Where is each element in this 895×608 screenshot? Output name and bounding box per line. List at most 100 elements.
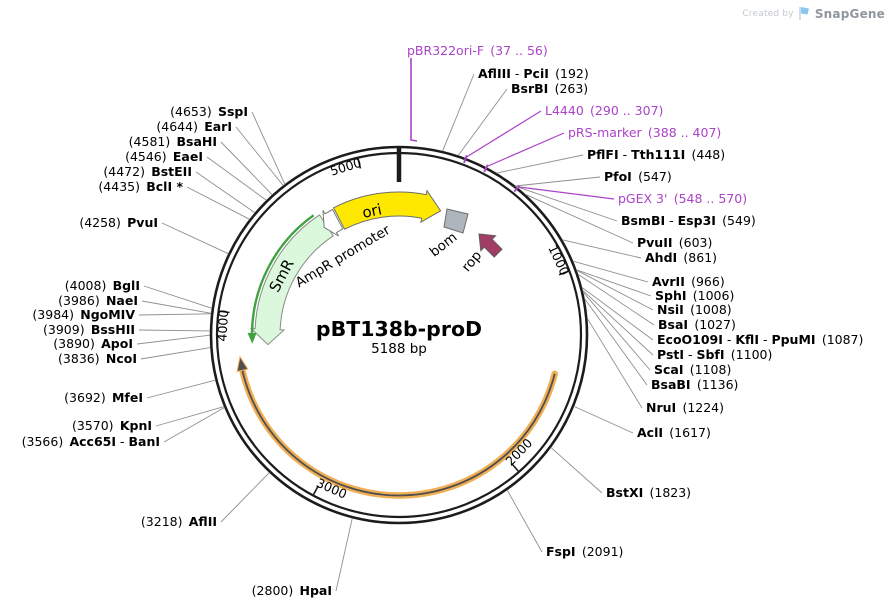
site-leader-BclI- [186,186,250,220]
feature-label-ori: ori [361,200,384,222]
site-leader-PstI-SbfI [582,289,654,356]
site-leader-NruI [586,318,643,409]
site-leader-BsrBI [457,88,508,156]
site-leader-BssHII [138,329,211,332]
site-leader-EarI [235,126,284,186]
snapgene-logo-icon [799,7,809,20]
site-leader-BsaHI [220,141,273,196]
site-leader-EaeI [206,156,267,201]
site-leader-BglI [143,285,213,309]
site-label-ScaI: ScaI (1108) [654,362,731,377]
feature-label-bom: bom [427,229,460,260]
site-label-ApoI: (3890) ApoI [53,336,133,351]
primer-leader-pBR322ori-F [410,58,418,142]
site-leader-AvrII [572,260,649,283]
tick-2000 [511,463,519,472]
site-leader-MfeI [146,379,216,399]
site-leader-AhdI [562,239,642,259]
tick-3000 [312,485,320,495]
site-label-AclI: AclI (1617) [637,425,711,440]
site-label-BstXI: BstXI (1823) [606,485,691,500]
site-label-SspI: (4653) SspI [170,104,248,119]
site-label-BstEII: (4472) BstEII [103,164,192,179]
site-leader-AflII [220,472,270,523]
site-label-NgoMIV: (3984) NgoMIV [32,307,135,322]
site-leader-SphI [576,269,652,297]
site-label-EaeI: (4546) EaeI [125,149,203,164]
site-label-NaeI: (3986) NaeI [58,293,138,308]
feature-label-rop: rop [459,248,485,275]
site-leader-Acc65I-BanI [163,407,225,443]
feature-unlabeled-orange-band [239,367,558,499]
site-leader-PvuI [161,222,229,255]
site-leader-PvuII [524,193,634,244]
site-leader-AflIII-PciI [442,73,475,152]
tick-1000 [558,270,569,276]
watermark: Created by SnapGene [742,6,885,21]
features-layer [236,189,558,499]
site-leader-NaeI [141,300,212,314]
feature-smr [249,214,334,346]
feature-ori [332,189,442,230]
tick-label-2000: 2000 [502,435,535,468]
site-label-MfeI: (3692) MfeI [64,390,143,405]
feature-unlabeled-orange-head [236,355,249,373]
tick-5000 [357,158,362,169]
site-leader-AclI [573,405,634,434]
primer-leader-pGEX 3' [517,186,615,200]
site-label-AhdI: AhdI (861) [645,250,717,265]
feature-ampr-promoter [322,208,344,237]
plasmid-size: 5188 bp [371,341,427,357]
feature-bom [443,208,469,234]
plasmid-title: pBT138b-proD [316,317,482,341]
site-leader-PflFI-Tth111I [496,154,584,174]
site-label-BclI-: (4435) BclI * [98,179,183,194]
site-label-EarI: (4644) EarI [156,119,232,134]
site-label-AflII: (3218) AflII [141,514,217,529]
site-label-PflFI-Tth111I: PflFI - Tth111I (448) [587,147,725,162]
feature-unlabeled-orange-core [241,370,556,497]
site-label-FspI: FspI (2091) [546,544,623,559]
site-label-NsiI: NsiI (1008) [657,302,732,317]
site-label-Acc65I-BanI: (3566) Acc65I - BanI [22,434,160,449]
site-leader-BsaBI [584,298,648,386]
site-leader-NgoMIV [138,313,212,316]
primer-label-pRS-marker: pRS-marker (388 .. 407) [568,125,721,140]
site-leader-NcoI [140,347,211,360]
site-leader-SspI [251,111,286,185]
site-leader-FspI [506,489,543,553]
primer-leader-pRS-marker [486,132,565,168]
feature-smr-direction [250,214,315,333]
site-label-BsmBI-Esp3I: BsmBI - Esp3I (549) [621,213,756,228]
site-leader-BstXI [550,447,603,494]
site-label-BsaHI: (4581) BsaHI [129,134,217,149]
site-label-AflIII-PciI: AflIII - PciI (192) [478,66,589,81]
site-label-PvuII: PvuII (603) [637,235,712,250]
site-leader-EcoO109I-KflI-PpuMI [581,287,654,341]
primer-label-L4440: L4440 (290 .. 307) [545,103,663,118]
site-label-AvrII: AvrII (966) [652,274,725,289]
site-label-BsrBI: BsrBI (263) [511,81,588,96]
tick-label-1000: 1000 [545,243,572,278]
site-leader-BsmBI-Esp3I [515,185,618,222]
site-label-KpnI: (3570) KpnI [72,418,152,433]
site-leader-PfoI [515,176,601,187]
feature-smr-direction-head [247,332,257,344]
site-leader-KpnI [155,406,225,427]
tick-4000 [219,310,230,314]
site-leader-ApoI [136,334,211,345]
site-label-BssHII: (3909) BssHII [43,322,135,337]
site-label-BsaI: BsaI (1027) [658,317,736,332]
feature-rop [478,233,503,258]
site-label-PfoI: PfoI (547) [604,169,672,184]
site-leader-NsiI [576,269,654,311]
primer-mark-pGEX 3' [513,184,521,193]
site-label-BsaBI: BsaBI (1136) [651,377,738,392]
site-leader-BsaI [577,273,655,326]
primer-label-pBR322ori-F: pBR322ori-F (37 .. 56) [407,43,548,58]
watermark-brand: SnapGene [814,6,885,21]
site-leader-BstEII [195,171,256,214]
